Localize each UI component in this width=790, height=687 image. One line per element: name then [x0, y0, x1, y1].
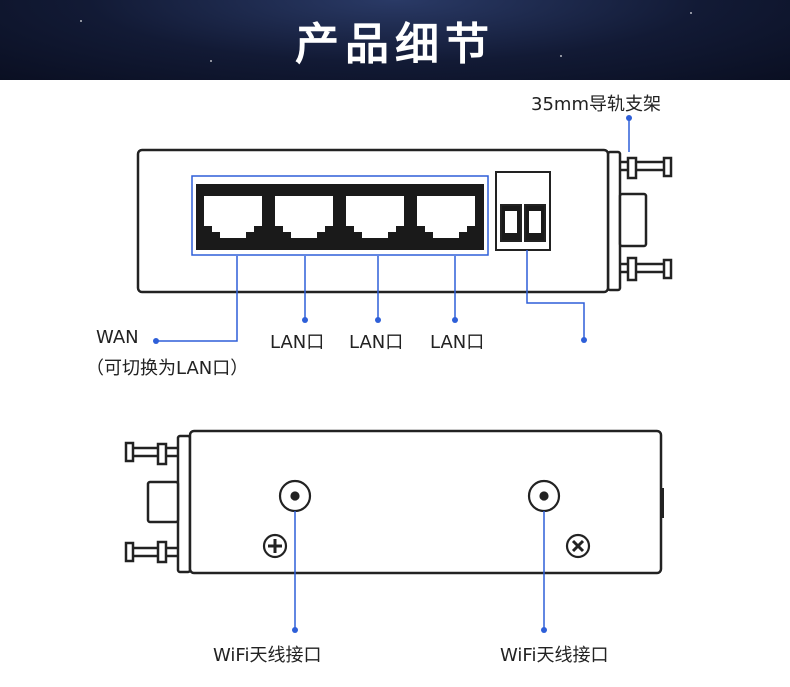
leader-dots-top [153, 115, 632, 344]
wan-note-label: （可切换为LAN口） [86, 358, 249, 379]
bracket-plate [606, 150, 622, 292]
rj45-ports [204, 196, 475, 238]
clip-block [626, 256, 638, 282]
rj45-port-lan2 [346, 196, 404, 238]
leader-lines-bottom [294, 511, 545, 630]
wan-leader [156, 256, 238, 342]
device-body-bottom [188, 429, 663, 575]
rj45-port-wan [204, 196, 262, 238]
star-dot [80, 20, 82, 22]
din-rail-bracket-top [606, 150, 673, 292]
lan1-label: LAN口 [270, 332, 325, 353]
clip-end [662, 258, 673, 280]
port-highlight-frame [191, 175, 489, 256]
lan3-label: LAN口 [430, 332, 485, 353]
wan-label: WAN [96, 327, 139, 348]
screw-left [262, 533, 288, 559]
antenna-connector-right [527, 479, 561, 513]
rj45-port-lan3 [417, 196, 475, 238]
screw-right [565, 533, 591, 559]
antenna-left-label: WiFi天线接口 [213, 645, 322, 666]
page-title: 产品细节 [295, 19, 495, 70]
clip-end [662, 156, 673, 178]
din-rail-label: 35mm导轨支架 [531, 94, 661, 115]
din-rail-bracket-bottom [124, 434, 192, 574]
rj45-port-lan1 [275, 196, 333, 238]
star-dot [210, 60, 212, 62]
lan2-label: LAN口 [349, 332, 404, 353]
power-leader [526, 250, 585, 340]
leader-dots-bottom [292, 627, 547, 633]
header-banner [0, 0, 790, 80]
star-dot [560, 55, 562, 57]
leader-lines-top [156, 118, 630, 342]
antenna-connector-left [278, 479, 312, 513]
clip-block [626, 156, 638, 180]
side-edge-mark [660, 488, 664, 518]
power-terminal [495, 171, 551, 251]
rail-block [618, 192, 648, 248]
star-dot [690, 12, 692, 14]
antenna-right-label: WiFi天线接口 [500, 645, 609, 666]
